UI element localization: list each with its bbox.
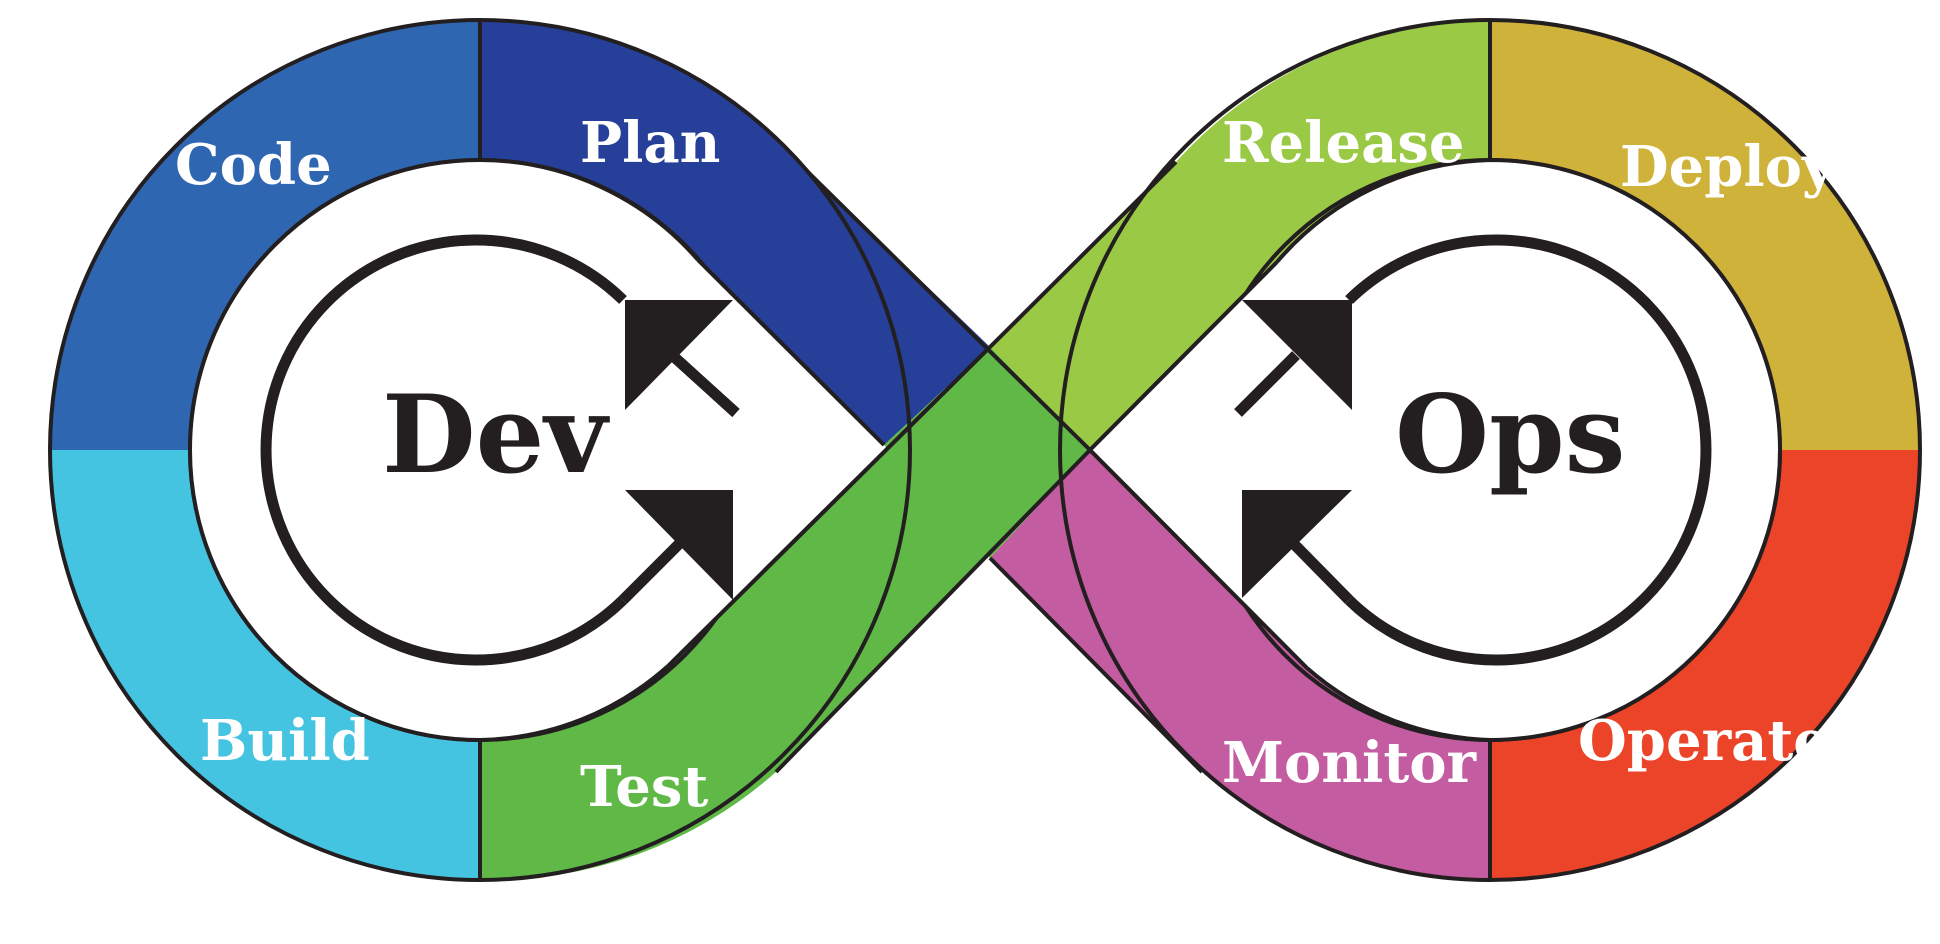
label-ops: Ops <box>1395 372 1625 498</box>
ops-arrow-shaft-top <box>1234 351 1300 417</box>
dev-arrowhead-bottom <box>625 490 733 600</box>
ops-loop-arc <box>1345 234 1712 666</box>
segment-code <box>50 20 480 450</box>
right-hole-edge-bottom <box>1088 448 1309 670</box>
label-dev: Dev <box>382 372 610 498</box>
label-code: Code <box>175 132 332 198</box>
ops-arrowhead-top <box>1242 300 1352 410</box>
label-plan: Plan <box>580 110 720 176</box>
right-hole-outline <box>1275 157 1782 743</box>
label-operate: Operate <box>1578 708 1829 774</box>
label-test: Test <box>580 754 708 820</box>
dev-loop-arc <box>260 234 627 666</box>
label-monitor: Monitor <box>1222 730 1478 796</box>
left-hole-outline <box>188 157 700 743</box>
edge-plan-outer <box>806 170 1092 452</box>
edge-release-outer <box>988 160 1178 349</box>
segment-deploy <box>1490 20 1920 450</box>
edge-test-outer <box>774 448 1092 774</box>
segment-monitor <box>990 450 1490 881</box>
label-deploy: Deploy <box>1620 134 1836 200</box>
label-build: Build <box>200 708 370 774</box>
right-hole-edge-top <box>1088 260 1279 452</box>
dev-cycle-arrows <box>260 234 740 666</box>
ops-loop-tail-bottom <box>1286 536 1353 604</box>
label-release: Release <box>1222 110 1465 176</box>
hole-outlines <box>188 157 1782 743</box>
segment-build <box>50 450 480 880</box>
ops-arrowhead-bottom <box>1242 490 1352 598</box>
dev-arrow-shaft-top <box>668 350 740 418</box>
segment-plan <box>480 20 990 445</box>
ops-cycle-arrows <box>1234 234 1712 666</box>
left-hole-edge-top <box>696 258 886 447</box>
left-hole-edge-bottom <box>666 345 992 668</box>
edge-monitor-outer <box>988 556 1204 774</box>
segment-release <box>990 20 1490 450</box>
segment-operate <box>1490 450 1920 880</box>
